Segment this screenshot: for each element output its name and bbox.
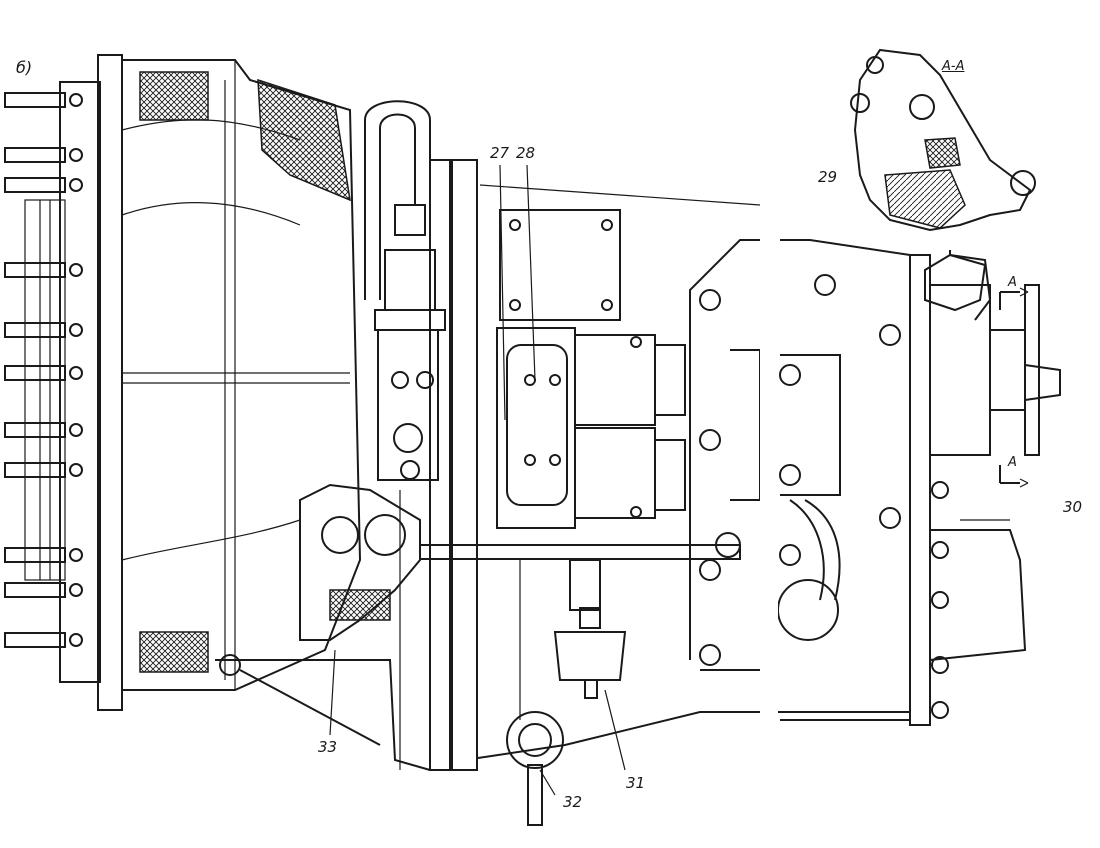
left-flange <box>24 54 123 711</box>
flange-stud <box>4 92 66 108</box>
callout-27: 27 <box>490 144 510 162</box>
connector-block <box>496 209 621 529</box>
stud-nut <box>69 323 83 337</box>
view-label: б) <box>16 58 33 77</box>
stud-nut <box>69 423 83 437</box>
flange-stud <box>4 262 66 278</box>
stud-nut <box>69 263 83 277</box>
break-gap <box>760 205 778 745</box>
stud-nut <box>69 463 83 477</box>
stud-nut <box>69 93 83 107</box>
pipe-loop <box>364 100 446 481</box>
callout-29: 29 <box>818 168 838 186</box>
callout-28: 28 <box>516 144 536 162</box>
flange-stud <box>4 177 66 193</box>
flange-stud <box>4 322 66 338</box>
flange-stud <box>4 147 66 163</box>
leader-lines <box>329 164 626 796</box>
stud-nut <box>69 633 83 647</box>
filter-cup <box>553 559 627 699</box>
drain-plug <box>477 560 910 826</box>
actuator-assembly <box>909 253 1061 726</box>
stud-nut <box>69 178 83 192</box>
flange-stud <box>4 632 66 648</box>
callout-31: 31 <box>626 774 646 792</box>
flange-stud <box>4 422 66 438</box>
right-housing <box>689 239 911 721</box>
section-mark-top: А <box>1008 275 1017 290</box>
stud-nut <box>69 366 83 380</box>
callout-32: 32 <box>563 793 583 811</box>
flange-stud <box>4 582 66 598</box>
stud-nut <box>69 548 83 562</box>
section-line-marks <box>999 287 1029 488</box>
stud-nut <box>69 583 83 597</box>
flange-studs <box>4 92 83 648</box>
lower-bracket <box>215 483 741 771</box>
callout-30: 30 <box>1063 498 1083 516</box>
solenoid-block <box>574 334 686 519</box>
central-plates <box>399 159 761 771</box>
section-mark-bottom: А <box>1008 455 1017 470</box>
flange-stud <box>4 365 66 381</box>
flange-stud <box>4 547 66 563</box>
section-label: А-А <box>942 59 965 74</box>
stud-nut <box>69 148 83 162</box>
callout-33: 33 <box>318 738 338 756</box>
main-housing <box>121 59 362 691</box>
section-a-a-inset <box>850 48 1036 321</box>
flange-stud <box>4 462 66 478</box>
